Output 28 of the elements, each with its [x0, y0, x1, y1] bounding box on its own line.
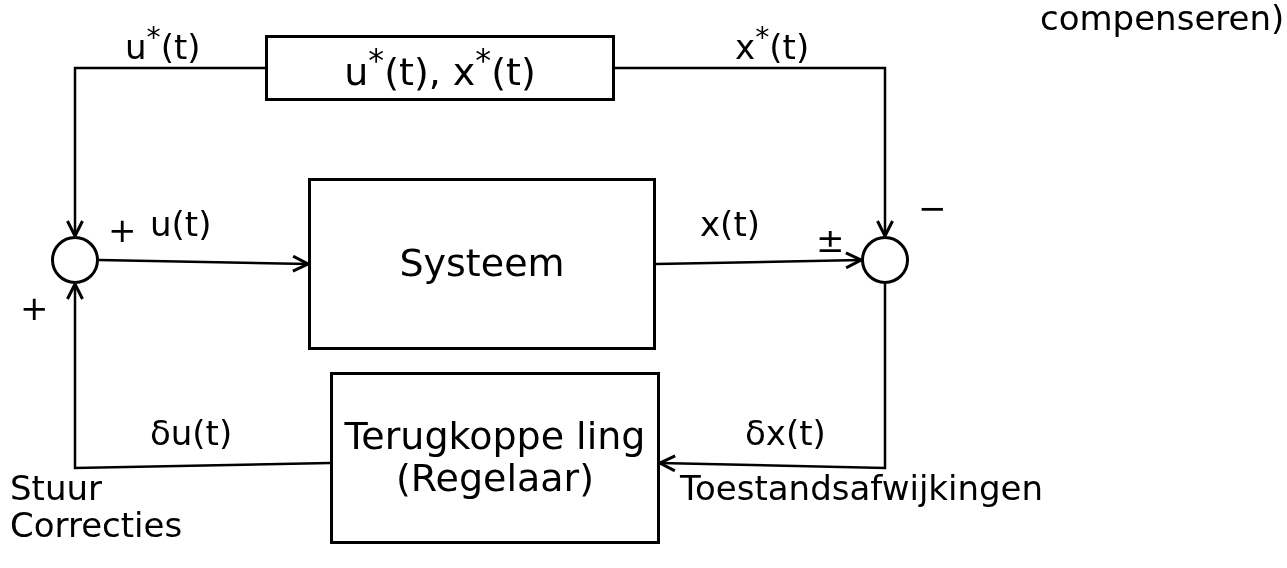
signal-arrow	[66, 282, 331, 470]
signal-label: δx(t)	[745, 415, 826, 453]
caption-text: Stuur Correcties	[10, 470, 180, 545]
signal-label: x(t)	[700, 206, 760, 244]
signal-label: x$^{*}$(t)	[735, 22, 810, 67]
signal-label: δu(t)	[150, 415, 233, 453]
signal-arrow	[615, 66, 894, 238]
process-block	[308, 178, 656, 350]
signal-label: u(t)	[150, 206, 212, 244]
signal-arrow	[66, 66, 265, 238]
signal-label: u$^{*}$(t)	[125, 22, 201, 67]
caption-text: Toestandsafwijkingen	[680, 470, 1044, 508]
sign-label: −	[918, 190, 947, 228]
block-label: u$^{*}$(t), x$^{*}$(t)	[344, 42, 536, 94]
signal-arrow	[98, 254, 310, 273]
summing-junction	[51, 236, 99, 284]
block-label: (Regelaar)	[396, 458, 594, 500]
sign-label: ±	[816, 222, 845, 260]
process-block	[265, 35, 615, 101]
signal-arrow	[655, 251, 863, 270]
block-label: Terugkoppe ling	[344, 416, 646, 458]
block-label: Systeem	[399, 243, 565, 285]
controller-block	[330, 372, 660, 544]
sign-label: +	[20, 290, 49, 328]
summing-junction	[861, 236, 909, 284]
note-text: compenseren)	[1040, 0, 1285, 38]
sign-label: +	[108, 212, 137, 250]
signal-arrow	[658, 284, 887, 473]
